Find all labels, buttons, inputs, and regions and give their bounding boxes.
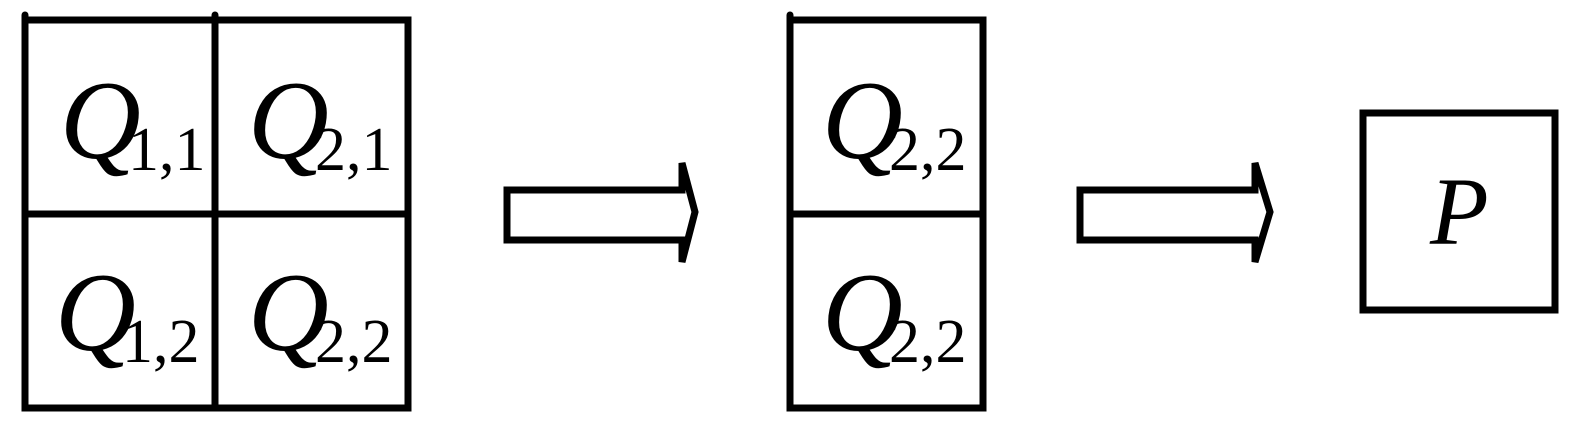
cell-q-2-2-sub: 2,2 xyxy=(315,308,393,376)
cell-q-2-2-main: Q xyxy=(248,251,329,375)
cell-q-2-1-sub: 2,1 xyxy=(315,116,393,184)
arrow-right-icon xyxy=(1076,161,1274,264)
cell-q-2-2-top: Q 2,2 xyxy=(822,59,967,184)
cell-q-2-1: Q 2,1 xyxy=(248,59,393,184)
cell-q-1-2: Q 1,2 xyxy=(55,251,200,376)
arrow-right-icon xyxy=(503,162,699,263)
cell-q-2-2-top-sub: 2,2 xyxy=(889,116,967,184)
grid-2x2: Q 1,1 Q 2,1 Q 1,2 Q 2,2 xyxy=(21,11,412,412)
result-box: P xyxy=(1359,109,1559,314)
result-box-label: P xyxy=(1429,158,1489,265)
cell-q-1-2-sub: 1,2 xyxy=(122,308,200,376)
cell-q-1-1-main: Q xyxy=(60,59,141,183)
result-box-frame xyxy=(1359,109,1559,314)
cell-q-2-2-bottom-main: Q xyxy=(822,251,903,375)
column-2x1: Q 2,2 Q 2,2 xyxy=(786,11,987,412)
cell-q-2-2: Q 2,2 xyxy=(248,251,393,376)
cell-q-2-2-bottom: Q 2,2 xyxy=(822,251,967,376)
cell-q-1-1-sub: 1,1 xyxy=(128,116,206,184)
cell-q-2-2-bottom-sub: 2,2 xyxy=(889,308,967,376)
cell-q-2-1-main: Q xyxy=(248,59,329,183)
cell-q-1-2-main: Q xyxy=(55,251,136,375)
cell-q-1-1: Q 1,1 xyxy=(60,59,206,184)
cell-q-2-2-top-main: Q xyxy=(822,59,903,183)
